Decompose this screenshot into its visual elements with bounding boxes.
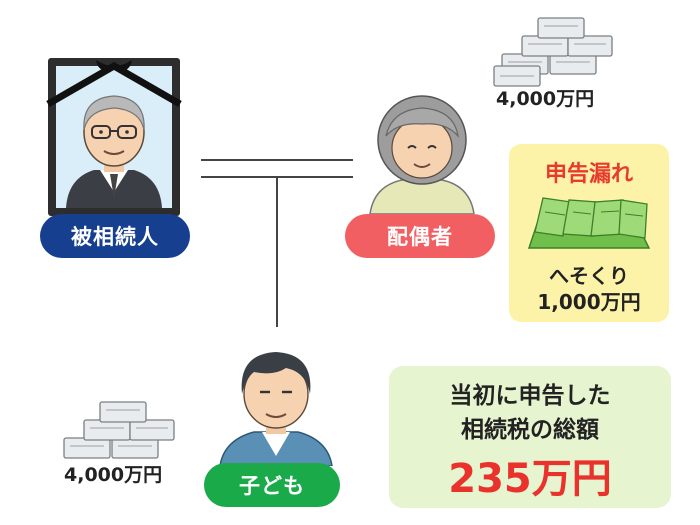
child-icon [219,352,333,466]
tax-note-line1: 当初に申告した [449,383,611,409]
undeclared-note-line1: へそくり [549,264,629,288]
undeclared-note-box: 申告漏れ へそくり 1,000万円 [509,144,669,322]
spouse-money-amount: 4,000万円 [496,88,595,110]
descent-line [276,177,278,327]
child-money-pile-icon [63,401,175,459]
marriage-line-top [201,159,353,161]
child-money-amount: 4,000万円 [64,464,163,486]
child-label: 子ども [204,463,340,507]
undeclared-note-title: 申告漏れ [544,162,633,187]
deceased-portrait-icon [46,58,182,216]
tax-note-line2: 相続税の総額 [461,417,599,443]
undeclared-note-line2: 1,000万円 [537,290,641,314]
spouse-money-pile-icon [493,17,613,87]
tax-note-amount: 235万円 [448,456,612,502]
spouse-icon [369,95,475,214]
green-bills-icon [527,197,651,249]
spouse-label: 配偶者 [345,214,495,258]
tax-total-note-box: 当初に申告した 相続税の総額 235万円 [389,366,671,508]
deceased-label: 被相続人 [40,214,190,258]
